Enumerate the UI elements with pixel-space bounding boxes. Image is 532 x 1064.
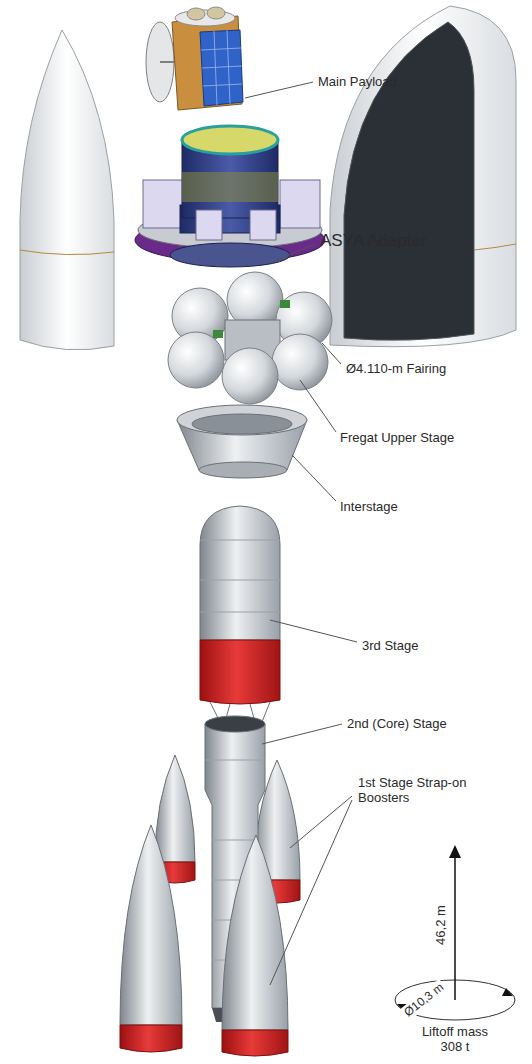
- booster-front: [120, 825, 288, 1056]
- leader-lines-part: [245, 82, 313, 98]
- satellite-part: [207, 7, 225, 19]
- adapter-part: [182, 126, 278, 154]
- booster-label: 1st Stage Strap-on Boosters: [358, 775, 480, 805]
- dimension-marks-part: [502, 988, 513, 996]
- dimension-marks-part: [449, 845, 461, 858]
- booster-front-part: [222, 1030, 288, 1056]
- third-stage-part: [200, 540, 280, 612]
- satellite-part: [187, 8, 205, 20]
- fregat-stage: [168, 272, 332, 404]
- diameter-dimension: Ø10,3 m: [400, 979, 449, 1022]
- adapter-part: [143, 180, 183, 228]
- booster-front-part: [120, 825, 182, 1025]
- fairing-right: [330, 6, 516, 347]
- fairing-left-part: [20, 250, 114, 255]
- satellite-part: [200, 30, 243, 106]
- booster-front-part: [120, 1025, 182, 1052]
- stage-label: 3rd Stage: [362, 638, 418, 653]
- core-stage-part: [205, 716, 265, 732]
- interstage-part: [192, 414, 292, 434]
- fairing-left-part: [20, 30, 114, 350]
- third-stage-part: [200, 640, 280, 704]
- adapter-part: [182, 172, 278, 202]
- interstage-part: [199, 462, 287, 478]
- satellite: [146, 7, 243, 110]
- fairing-left: [20, 30, 114, 350]
- fregat-stage-part: [168, 332, 224, 388]
- satellite-part: [172, 16, 242, 110]
- leader-lines-part: [292, 455, 336, 501]
- fairing-label: Ø4.110-m Fairing: [346, 361, 446, 376]
- adapter-part: [196, 210, 222, 240]
- leader-lines: [245, 82, 357, 985]
- upper-stage-label: Fregat Upper Stage: [340, 430, 454, 445]
- mass-note: Liftoff mass 308 t: [412, 1024, 498, 1054]
- adapter-part: [250, 210, 276, 240]
- fregat-stage-part: [213, 330, 223, 338]
- third-stage-part: [200, 506, 280, 640]
- leader-lines-part: [322, 343, 341, 364]
- leader-lines-part: [272, 244, 315, 262]
- adapter-label: ASYA Adapter: [320, 233, 426, 248]
- interstage: [177, 405, 307, 478]
- leader-lines-part: [300, 380, 336, 432]
- satellite-part: [201, 30, 242, 105]
- stage-label: 2nd (Core) Stage: [347, 716, 447, 731]
- leader-lines-part: [262, 724, 342, 744]
- adapter-part: [280, 180, 320, 228]
- fregat-stage-part: [280, 300, 290, 308]
- interstage-label: Interstage: [340, 499, 398, 514]
- fairing-right-part: [344, 22, 474, 340]
- third-stage: [200, 506, 280, 722]
- fregat-stage-part: [272, 334, 328, 390]
- payload-label: Main Payload: [318, 74, 397, 89]
- leader-lines-part: [270, 620, 357, 642]
- booster-front-part: [222, 835, 288, 1030]
- adapter-part: [170, 243, 290, 267]
- dimension-marks: [395, 845, 515, 1020]
- dimension-marks-part: [454, 852, 456, 1000]
- fairing-right-part: [330, 6, 516, 347]
- booster-back-part: [155, 755, 195, 862]
- fairing-right-part: [474, 244, 516, 250]
- fregat-stage-part: [222, 348, 278, 404]
- leader-lines-part: [270, 800, 352, 985]
- interstage-part: [177, 405, 307, 435]
- height-dimension: 46,2 m: [433, 903, 448, 947]
- adapter: [135, 126, 325, 267]
